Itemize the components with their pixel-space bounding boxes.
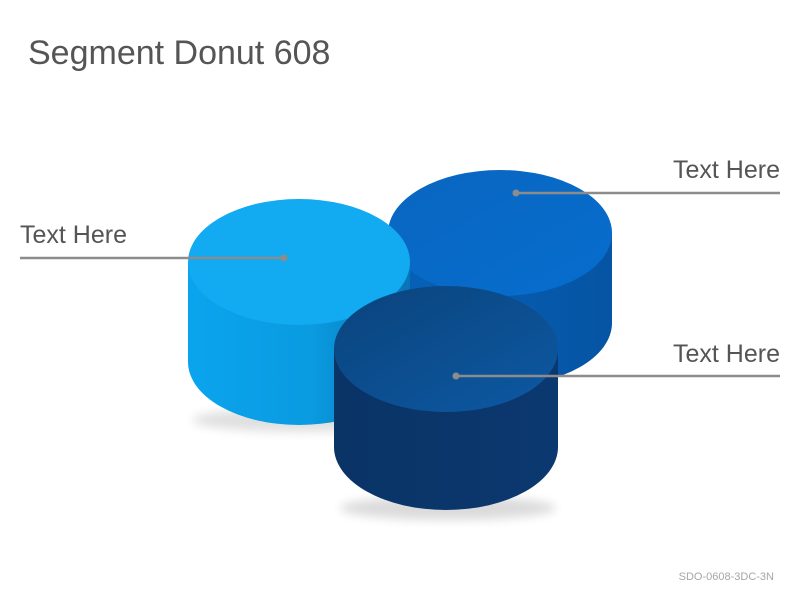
leader-line-right-bottom [452,372,780,380]
slide-title: Segment Donut 608 [28,34,331,72]
slide-code: SDO-0608-3DC-3N [678,571,774,583]
leader-line-left [20,254,288,262]
callout-label-right-top: Text Here [673,156,780,184]
callout-label-right-bottom: Text Here [673,340,780,368]
cylinder-dark-blue [334,286,558,510]
callout-label-left: Text Here [20,221,127,249]
leader-line-right-top [512,189,780,197]
